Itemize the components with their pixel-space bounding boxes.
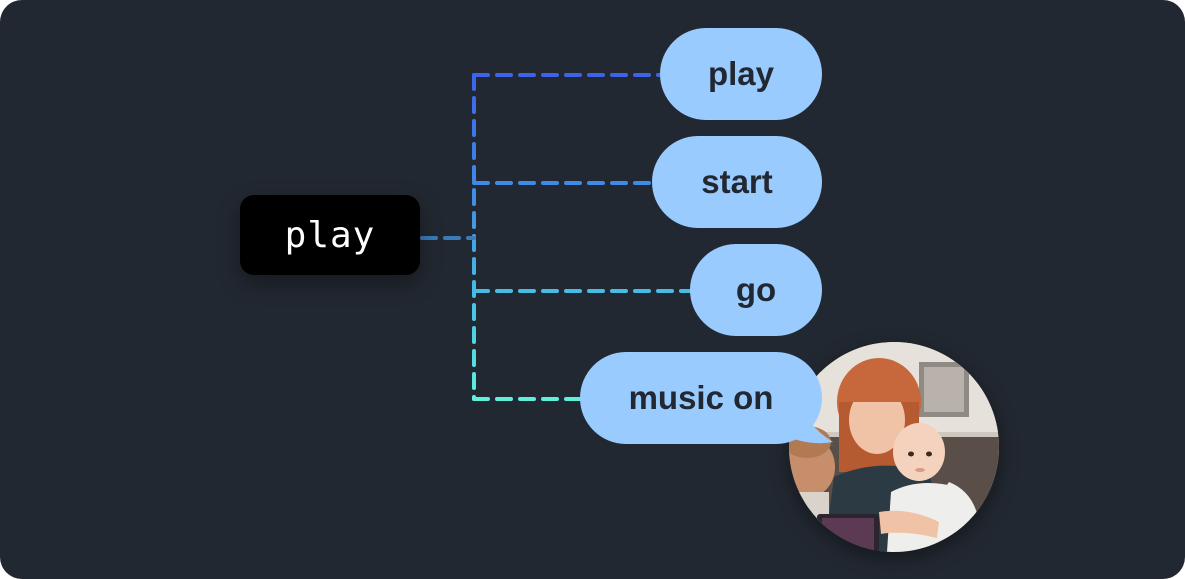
alternative-bubble-go: go <box>690 244 822 336</box>
alternative-bubble-play: play <box>660 28 822 120</box>
alternative-bubble-start: start <box>652 136 822 228</box>
source-chip: play <box>240 195 420 275</box>
bubble-tail <box>775 395 833 444</box>
